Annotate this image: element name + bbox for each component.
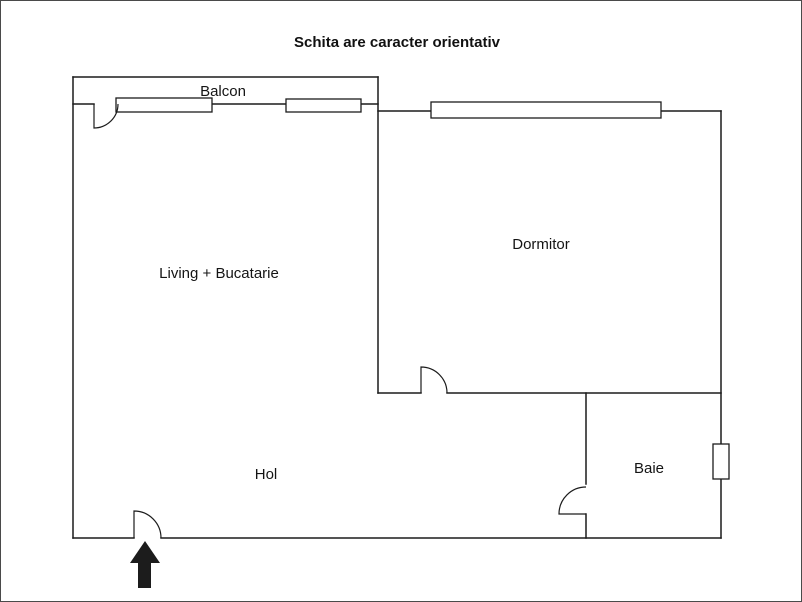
room-label-living: Living + Bucatarie [159, 265, 279, 282]
balcony-door-arc [93, 103, 119, 129]
room-labels: Balcon Living + Bucatarie Dormitor Hol B… [159, 83, 664, 483]
baie-door-arc [558, 486, 587, 515]
page-title: Schita are caracter orientativ [294, 34, 501, 51]
walls [72, 76, 722, 539]
room-label-dormitor: Dormitor [512, 236, 570, 253]
room-label-balcon: Balcon [200, 83, 246, 100]
dormitor-door-arc [420, 366, 448, 394]
baie-window [712, 443, 730, 480]
balcony-window-right [285, 98, 362, 113]
dormitor-window [430, 101, 662, 119]
entrance-door-arc [133, 510, 162, 539]
room-label-baie: Baie [634, 460, 664, 477]
windows [115, 97, 730, 480]
entrance-arrow-icon [130, 541, 160, 588]
balcony-window-left [115, 97, 213, 113]
room-label-hol: Hol [255, 466, 278, 483]
doors [93, 103, 587, 539]
